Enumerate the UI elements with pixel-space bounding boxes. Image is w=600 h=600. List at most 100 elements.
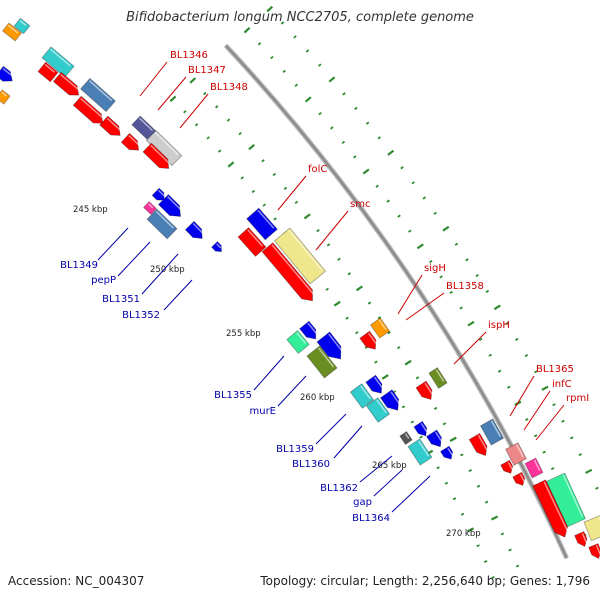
gene-feature[interactable] bbox=[80, 77, 116, 113]
gene-feature[interactable] bbox=[151, 187, 168, 204]
tick-mark bbox=[397, 214, 401, 218]
gene-label-bl1347[interactable]: BL1347 bbox=[188, 65, 226, 76]
tick-mark bbox=[452, 497, 457, 501]
gene-feature[interactable] bbox=[365, 374, 386, 397]
gene-feature[interactable] bbox=[237, 227, 267, 257]
gene-feature[interactable] bbox=[157, 194, 186, 222]
gene-label-bl1359[interactable]: BL1359 bbox=[276, 444, 314, 455]
tick-mark bbox=[262, 203, 266, 207]
gene-feature[interactable] bbox=[369, 317, 391, 339]
gene-feature[interactable] bbox=[532, 479, 571, 540]
tick-mark bbox=[318, 63, 322, 67]
gene-leader-line bbox=[523, 390, 551, 431]
gene-feature[interactable] bbox=[407, 438, 433, 466]
gene-feature[interactable] bbox=[184, 220, 206, 242]
gene-feature[interactable] bbox=[413, 420, 430, 438]
tick-mark bbox=[419, 435, 423, 439]
gene-feature[interactable] bbox=[316, 331, 347, 364]
gene-feature[interactable] bbox=[512, 471, 527, 487]
gene-feature[interactable] bbox=[0, 65, 16, 85]
gene-feature[interactable] bbox=[37, 61, 59, 83]
gene-feature[interactable] bbox=[13, 17, 31, 35]
gene-feature[interactable] bbox=[99, 115, 124, 140]
tick-mark bbox=[466, 527, 475, 533]
gene-label-rpmi[interactable]: rpmI bbox=[566, 393, 589, 404]
gene-label-infc[interactable]: infC bbox=[552, 379, 572, 390]
gene-label-gap[interactable]: gap bbox=[353, 497, 372, 508]
tick-mark bbox=[433, 211, 437, 215]
gene-feature[interactable] bbox=[72, 95, 106, 127]
gene-feature[interactable] bbox=[588, 543, 600, 561]
tick-mark bbox=[328, 76, 336, 83]
gene-label-sigh[interactable]: sigH bbox=[424, 263, 446, 274]
gene-label-bl1346[interactable]: BL1346 bbox=[170, 50, 208, 61]
gene-feature[interactable] bbox=[120, 132, 142, 154]
tick-mark bbox=[227, 161, 235, 168]
tick-mark bbox=[467, 320, 475, 327]
gene-feature[interactable] bbox=[426, 429, 446, 450]
gene-feature[interactable] bbox=[399, 431, 413, 445]
gene-feature[interactable] bbox=[52, 71, 82, 99]
tick-mark bbox=[355, 285, 363, 292]
gene-label-bl1349[interactable]: BL1349 bbox=[60, 260, 98, 271]
gene-feature[interactable] bbox=[583, 514, 600, 542]
tick-mark bbox=[533, 434, 538, 438]
gene-feature[interactable] bbox=[468, 432, 490, 458]
gene-feature[interactable] bbox=[415, 380, 436, 403]
gene-label-bl1364[interactable]: BL1364 bbox=[352, 513, 390, 524]
gene-leader-line bbox=[359, 455, 393, 483]
gene-label-smc[interactable]: smc bbox=[350, 199, 370, 210]
gene-feature[interactable] bbox=[143, 201, 157, 215]
tick-mark bbox=[415, 376, 420, 380]
gene-feature[interactable] bbox=[146, 208, 178, 240]
gene-feature[interactable] bbox=[524, 457, 544, 479]
tick-mark bbox=[251, 189, 256, 194]
gene-label-bl1358[interactable]: BL1358 bbox=[446, 281, 484, 292]
tick-mark bbox=[377, 316, 382, 320]
gene-feature[interactable] bbox=[349, 383, 375, 409]
gene-leader-line bbox=[373, 469, 403, 497]
tick-mark bbox=[595, 486, 599, 490]
gene-feature[interactable] bbox=[286, 330, 310, 354]
gene-label-isph[interactable]: ispH bbox=[488, 320, 510, 331]
tick-mark bbox=[465, 258, 469, 262]
gene-feature[interactable] bbox=[359, 330, 380, 353]
gene-label-bl1352[interactable]: BL1352 bbox=[122, 310, 160, 321]
gene-label-pepp[interactable]: pepP bbox=[91, 275, 116, 286]
gene-label-folc[interactable]: folC bbox=[308, 164, 327, 175]
gene-label-bl1362[interactable]: BL1362 bbox=[320, 483, 358, 494]
gene-feature[interactable] bbox=[428, 367, 448, 389]
gene-feature[interactable] bbox=[479, 418, 505, 446]
gene-feature[interactable] bbox=[142, 142, 173, 173]
gene-feature[interactable] bbox=[246, 207, 278, 241]
tick-mark bbox=[404, 359, 412, 366]
tick-mark bbox=[493, 304, 501, 311]
gene-feature[interactable] bbox=[500, 459, 515, 475]
gene-label-mure[interactable]: murE bbox=[249, 406, 276, 417]
gene-feature[interactable] bbox=[261, 242, 318, 306]
gene-label-bl1355[interactable]: BL1355 bbox=[214, 390, 252, 401]
gene-feature[interactable] bbox=[505, 442, 527, 466]
gene-leader-line bbox=[163, 279, 193, 311]
tick-mark bbox=[333, 300, 341, 307]
gene-label-bl1365[interactable]: BL1365 bbox=[536, 364, 574, 375]
gene-feature[interactable] bbox=[273, 227, 327, 285]
gene-feature[interactable] bbox=[365, 397, 391, 423]
gene-label-bl1360[interactable]: BL1360 bbox=[292, 459, 330, 470]
tick-mark bbox=[508, 548, 512, 552]
gene-feature[interactable] bbox=[574, 531, 590, 549]
tick-mark bbox=[534, 370, 538, 374]
gene-feature[interactable] bbox=[299, 320, 321, 343]
gene-feature[interactable] bbox=[211, 241, 225, 255]
gene-feature[interactable] bbox=[379, 389, 404, 414]
gene-feature[interactable] bbox=[2, 22, 22, 42]
gene-feature[interactable] bbox=[145, 129, 183, 167]
gene-feature[interactable] bbox=[306, 345, 338, 379]
tick-mark bbox=[449, 290, 453, 295]
gene-feature[interactable] bbox=[0, 89, 11, 105]
gene-label-bl1351[interactable]: BL1351 bbox=[102, 294, 140, 305]
gene-label-bl1348[interactable]: BL1348 bbox=[210, 82, 248, 93]
tick-mark bbox=[505, 321, 509, 325]
tick-mark bbox=[524, 354, 529, 358]
gene-feature[interactable] bbox=[440, 445, 456, 461]
